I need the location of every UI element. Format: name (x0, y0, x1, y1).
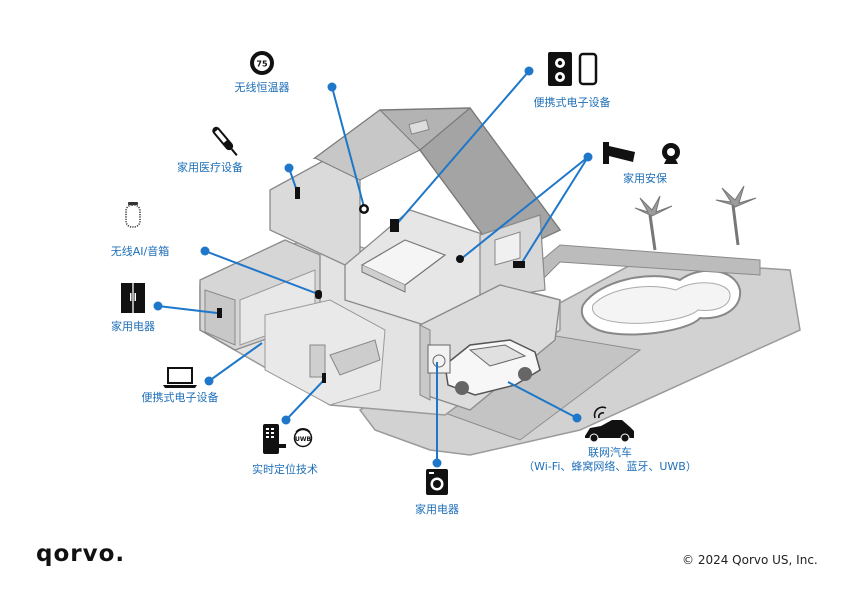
smart-speaker-icon (125, 202, 141, 228)
security-camera-icon (603, 142, 635, 164)
copyright-text: © 2024 Qorvo US, Inc. (682, 553, 818, 567)
uwb-icon: UWB (293, 428, 313, 448)
washer-illustration (427, 344, 451, 374)
svg-text:UWB: UWB (295, 436, 311, 443)
label-home-appliance-washer: 家用电器 (415, 503, 459, 516)
label-home-appliance-fridge: 家用电器 (111, 320, 155, 333)
device-markers (217, 187, 525, 383)
qorvo-logo: qorvo. (36, 541, 126, 567)
label-home-security: 家用安保 (623, 172, 667, 185)
car-icon (585, 406, 634, 443)
speaker-phone-icon (548, 52, 598, 86)
label-real-time-positioning: 实时定位技术 (252, 463, 318, 476)
thermostat-icon: 75 (250, 51, 274, 75)
label-portable-electronics-laptop: 便携式电子设备 (141, 391, 219, 404)
thermometer-icon (212, 126, 238, 156)
label-thermostat: 无线恒温器 (234, 81, 290, 94)
refrigerator-icon (121, 283, 145, 313)
webcam-icon (662, 143, 680, 164)
label-medical-device: 家用医疗设备 (177, 161, 243, 174)
washing-machine-icon (426, 469, 448, 495)
connector-lines (157, 70, 589, 463)
label-portable-electronics-speaker: 便携式电子设备 (533, 96, 611, 109)
label-connected-car-tech: （Wi-Fi、蜂窝网络、蓝牙、UWB） (523, 460, 697, 473)
connector-dots (153, 66, 593, 468)
label-ai-speaker: 无线AI/音箱 (110, 245, 170, 258)
label-connected-car: 联网汽车 (588, 446, 632, 459)
door-lock-icon (263, 424, 286, 454)
svg-text:75: 75 (256, 60, 268, 69)
laptop-icon (163, 367, 197, 388)
